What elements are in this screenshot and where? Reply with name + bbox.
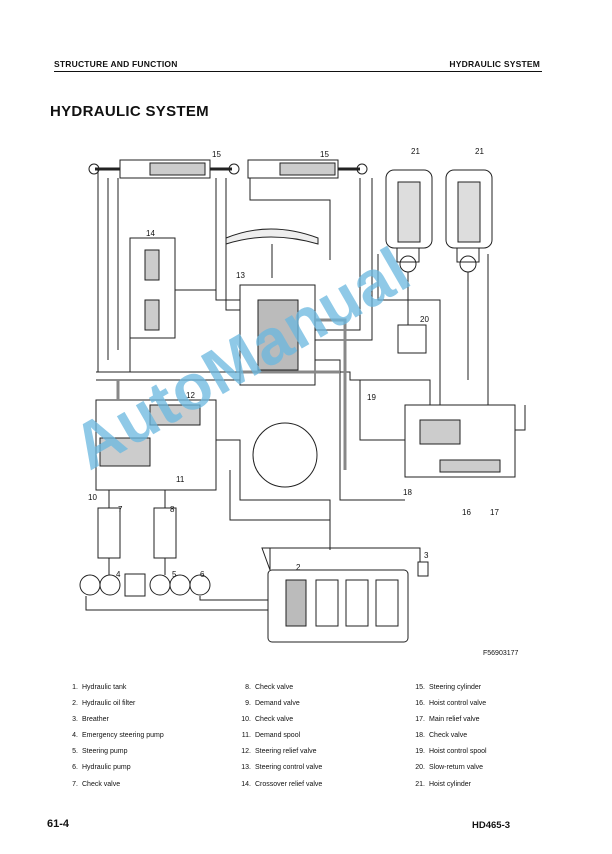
breather	[417, 561, 429, 577]
callout-16: 16	[462, 508, 471, 517]
crossover-relief-valve	[129, 237, 176, 339]
callout-15b: 15	[320, 150, 329, 159]
callout-21a: 21	[411, 147, 420, 156]
steering-cylinder-right	[247, 159, 368, 179]
callout-7: 7	[118, 505, 123, 514]
callout-2: 2	[296, 563, 301, 572]
legend-item: 15.Steering cylinder	[415, 684, 482, 691]
legend-item: 12.Steering relief valve	[241, 748, 317, 756]
legend-column-1: 1.Hydraulic tank 2.Hydraulic oil filter …	[64, 680, 164, 793]
callout-17: 17	[490, 508, 499, 517]
check-valve-8	[153, 507, 177, 559]
callout-4: 4	[116, 570, 121, 579]
legend-item: 5.Steering pump	[72, 748, 128, 756]
legend-item: 4.Emergency steering pump	[72, 732, 164, 740]
steering-control-valve	[239, 284, 316, 386]
callout-6: 6	[200, 570, 205, 579]
legend-column-3: 15.Steering cylinder 16.Hoist control va…	[411, 680, 487, 793]
legend-item: 21.Hoist cylinder	[415, 780, 472, 788]
legend-item: 19.Hoist control spool	[415, 748, 487, 756]
legend-item: 8.Check valve	[245, 684, 294, 691]
hydraulic-tank	[267, 569, 409, 643]
legend-item: 14.Crossover relief valve	[241, 780, 323, 788]
callout-12: 12	[186, 391, 195, 400]
legend-item: 6.Hydraulic pump	[72, 764, 131, 772]
legend-item: 11.Demand spool	[241, 732, 301, 740]
figure-number: F56903177	[483, 650, 519, 657]
callout-3: 3	[424, 551, 429, 560]
model-number: HD465-3	[472, 820, 511, 831]
legend-column-2: 8.Check valve 9.Demand valve 10.Check va…	[237, 680, 322, 793]
legend-item: 9.Demand valve	[245, 700, 300, 708]
legend-item: 3.Breather	[72, 716, 109, 724]
callout-11: 11	[176, 475, 185, 484]
legend-item: 18.Check valve	[415, 732, 468, 740]
page-title: HYDRAULIC SYSTEM	[50, 103, 209, 120]
steering-cylinder-left	[88, 159, 240, 179]
callout-14: 14	[146, 229, 155, 238]
callout-10: 10	[88, 493, 97, 502]
hoist-control-valve	[404, 404, 516, 478]
legend-item: 1.Hydraulic tank	[72, 684, 127, 691]
legend-item: 16.Hoist control valve	[415, 700, 487, 708]
legend-item: 7.Check valve	[72, 780, 121, 788]
legend-item: 20.Slow-return valve	[415, 764, 484, 772]
page-number: 61-4	[47, 818, 70, 830]
legend-item: 13.Steering control valve	[241, 764, 323, 772]
header-section-title: STRUCTURE AND FUNCTION	[54, 59, 178, 69]
callout-13: 13	[236, 271, 245, 280]
hydraulic-oil-filter	[285, 579, 307, 627]
callout-5: 5	[172, 570, 177, 579]
header-chapter-title: HYDRAULIC SYSTEM	[449, 59, 540, 69]
hoist-cylinder-left	[385, 169, 433, 273]
slow-return-valve	[397, 324, 427, 354]
hoist-cylinder-right	[445, 169, 493, 273]
check-valve-7	[97, 507, 121, 559]
legend-item: 2.Hydraulic oil filter	[72, 700, 136, 708]
legend-item: 10.Check valve	[241, 716, 294, 724]
running-header: STRUCTURE AND FUNCTION HYDRAULIC SYSTEM	[54, 57, 542, 72]
callout-15a: 15	[212, 150, 221, 159]
pump-gear-housing	[252, 422, 318, 488]
callout-20: 20	[420, 315, 429, 324]
pump-group	[79, 573, 211, 597]
callout-19: 19	[367, 393, 376, 402]
demand-valve-block	[95, 399, 217, 491]
callout-21b: 21	[475, 147, 484, 156]
legend-item: 17.Main relief valve	[415, 716, 480, 724]
hydraulic-circuit-diagram: 15 15 21 21 14 13 12 19 20 10 11 18 16 1…	[79, 147, 526, 643]
callout-8: 8	[170, 505, 175, 514]
callout-18: 18	[403, 488, 412, 497]
